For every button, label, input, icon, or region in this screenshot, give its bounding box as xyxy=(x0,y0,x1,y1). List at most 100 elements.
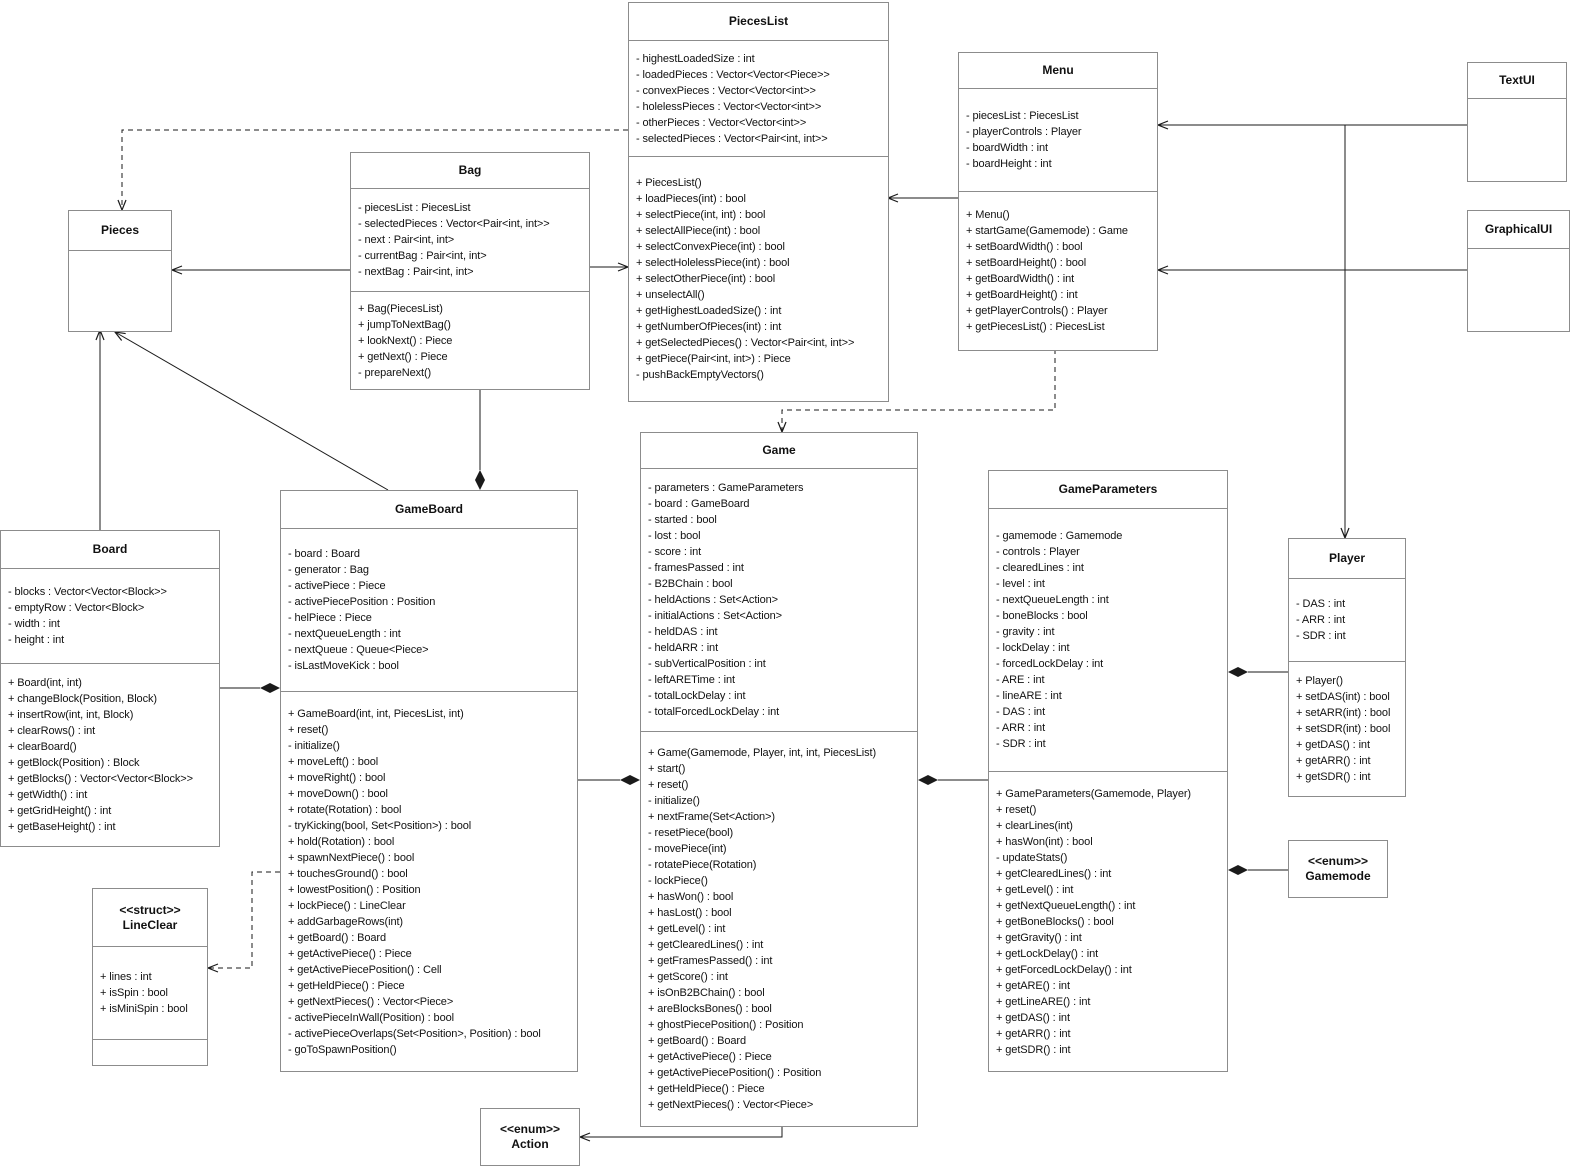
class-pieceslist[interactable]: PiecesList - highestLoadedSize : int- lo… xyxy=(628,2,889,402)
member-line: - activePieceOverlaps(Set<Position>, Pos… xyxy=(288,1027,541,1040)
member-line: - heldActions : Set<Action> xyxy=(648,594,778,606)
class-gameboard[interactable]: GameBoard - board : Board- generator : B… xyxy=(280,490,578,1072)
member-line: + Board(int, int) xyxy=(8,677,82,689)
member-line: - lineARE : int xyxy=(996,690,1062,702)
member-line: - boardWidth : int xyxy=(966,142,1048,154)
member-line: + getNextPieces() : Vector<Piece> xyxy=(648,1099,814,1111)
member-line: - movePiece(int) xyxy=(648,843,727,855)
member-line: + getPlayerControls() : Player xyxy=(966,305,1108,317)
member-line: + getDAS() : int xyxy=(996,1011,1070,1024)
member-line: + getSelectedPieces() : Vector<Pair<int,… xyxy=(636,337,855,349)
member-line: + Game(Gamemode, Player, int, int, Piece… xyxy=(648,747,877,759)
member-line: - heldARR : int xyxy=(648,642,719,654)
member-line: + selectAllPiece(int) : bool xyxy=(636,225,761,237)
member-line: - initialize() xyxy=(648,795,700,807)
member-line: + getLockDelay() : int xyxy=(996,947,1099,960)
class-title: TextUI xyxy=(1468,63,1566,99)
enum-action[interactable]: <<enum>> Action xyxy=(480,1108,580,1166)
member-line: + moveDown() : bool xyxy=(288,787,388,800)
member-line: + clearLines(int) xyxy=(996,819,1073,832)
class-methods: + PiecesList()+ loadPieces(int) : bool+ … xyxy=(629,156,888,401)
member-line: - width : int xyxy=(8,618,60,630)
member-line: - nextQueue : Queue<Piece> xyxy=(288,644,429,656)
member-line: + selectHolelessPiece(int) : bool xyxy=(636,257,790,269)
class-title: GameBoard xyxy=(281,491,577,529)
member-line: + getPiece(Pair<int, int>) : Piece xyxy=(636,353,791,365)
class-title: PiecesList xyxy=(629,3,888,41)
member-line: - playerControls : Player xyxy=(966,126,1082,138)
member-line: + getSDR() : int xyxy=(1296,771,1371,783)
class-lineclear[interactable]: <<struct>> LineClear + lines : int+ isSp… xyxy=(92,888,208,1066)
member-line: - piecesList : PiecesList xyxy=(966,110,1079,122)
member-line: - activePiecePosition : Position xyxy=(288,596,436,608)
member-line: - DAS : int xyxy=(1296,598,1346,610)
class-gameparameters[interactable]: GameParameters - gamemode : Gamemode- co… xyxy=(988,470,1228,1072)
member-line: + clearRows() : int xyxy=(8,725,96,737)
enum-gamemode[interactable]: <<enum>> Gamemode xyxy=(1288,840,1388,898)
member-line: + lines : int xyxy=(100,971,152,983)
member-line: + getBoneBlocks() : bool xyxy=(996,915,1114,928)
member-line: - nextQueueLength : int xyxy=(996,594,1109,606)
member-line: - DAS : int xyxy=(996,706,1046,718)
member-line: + getHeldPiece() : Piece xyxy=(648,1083,765,1095)
member-line: - highestLoadedSize : int xyxy=(636,52,755,65)
member-line: - board : GameBoard xyxy=(648,498,750,510)
member-line: + getActivePiecePosition() : Position xyxy=(648,1067,822,1079)
member-line: + rotate(Rotation) : bool xyxy=(288,803,402,816)
member-line: - controls : Player xyxy=(996,546,1080,558)
member-line: + getLevel() : int xyxy=(648,923,726,935)
class-attributes: - piecesList : PiecesList- selectedPiece… xyxy=(351,189,589,291)
class-name: Action xyxy=(511,1137,549,1151)
class-menu[interactable]: Menu - piecesList : PiecesList - playerCo… xyxy=(958,52,1158,351)
member-line: - selectedPieces : Vector<Pair<int, int>… xyxy=(358,218,550,230)
edge-menu-game xyxy=(777,349,1056,434)
class-attributes: - board : Board- generator : Bag- active… xyxy=(281,529,577,691)
member-line: - nextQueueLength : int xyxy=(288,628,401,640)
class-attributes: + lines : int+ isSpin : bool+ isMiniSpin… xyxy=(93,947,207,1039)
member-line: + getGravity() : int xyxy=(996,931,1082,944)
member-line: + moveRight() : bool xyxy=(288,771,386,784)
member-line: + getHeldPiece() : Piece xyxy=(288,979,405,992)
edge-gameboard-pieces xyxy=(113,331,389,491)
member-line: - resetPiece(bool) xyxy=(648,827,734,839)
member-line: + getARR() : int xyxy=(1296,755,1371,767)
class-game[interactable]: Game - parameters : GameParameters- boar… xyxy=(640,432,918,1127)
member-line: + hasWon() : bool xyxy=(648,891,734,903)
member-line: - height : int xyxy=(8,634,65,646)
class-title: <<enum>> Gamemode xyxy=(1289,841,1387,897)
member-line: + Player() xyxy=(1296,675,1343,687)
member-line: - framesPassed : int xyxy=(648,562,744,574)
member-line: + getNext() : Piece xyxy=(358,350,448,363)
class-textui[interactable]: TextUI xyxy=(1467,62,1567,182)
class-title: <<enum>> Action xyxy=(481,1109,579,1165)
class-bag[interactable]: Bag - piecesList : PiecesList- selectedP… xyxy=(350,152,590,390)
class-title: Board xyxy=(1,531,219,569)
class-title: <<struct>> LineClear xyxy=(93,889,207,947)
member-line: + getGridHeight() : int xyxy=(8,805,112,817)
member-line: + getBoard() : Board xyxy=(648,1035,746,1047)
member-line: + getSDR() : int xyxy=(996,1043,1071,1056)
class-title: Menu xyxy=(959,53,1157,89)
member-line: - tryKicking(bool, Set<Position>) : bool xyxy=(288,819,472,832)
class-player[interactable]: Player - DAS : int- ARR : int- SDR : int… xyxy=(1288,538,1406,797)
class-pieces[interactable]: Pieces xyxy=(68,210,172,332)
member-line: - B2BChain : bool xyxy=(648,578,733,590)
class-methods: + GameBoard(int, int, PiecesList, int)+ … xyxy=(281,691,577,1071)
class-methods-empty xyxy=(93,1039,207,1065)
member-line: + getHighestLoadedSize() : int xyxy=(636,305,782,317)
class-title: GameParameters xyxy=(989,471,1227,509)
class-graphicalui[interactable]: GraphicalUI xyxy=(1467,210,1570,332)
member-line: - clearedLines : int xyxy=(996,562,1084,574)
member-line: + selectConvexPiece(int) : bool xyxy=(636,241,785,253)
member-line: + reset() xyxy=(288,723,329,736)
class-body-empty xyxy=(69,251,171,331)
composition-diamond xyxy=(1228,865,1248,875)
class-board[interactable]: Board - blocks : Vector<Vector<Block>>- … xyxy=(0,530,220,847)
class-methods: + Bag(PiecesList)+ jumpToNextBag()+ look… xyxy=(351,291,589,389)
member-line: + addGarbageRows(int) xyxy=(288,915,403,928)
member-line: + getLineARE() : int xyxy=(996,995,1091,1008)
class-methods: + Player()+ setDAS(int) : bool+ setARR(i… xyxy=(1289,661,1405,796)
class-title: Bag xyxy=(351,153,589,189)
member-line: - pushBackEmptyVectors() xyxy=(636,369,764,381)
member-line: - subVerticalPosition : int xyxy=(648,658,766,670)
